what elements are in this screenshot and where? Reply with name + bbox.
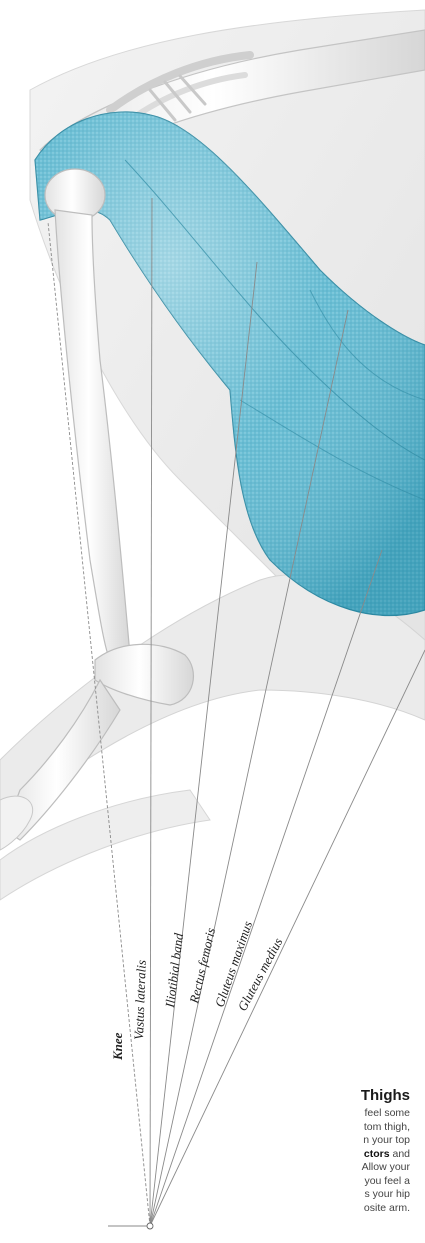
- caption-text: s your hip: [364, 1188, 410, 1200]
- caption-text: you feel a: [364, 1175, 410, 1187]
- caption: Thighs feel some tom thigh,n your top ctor…: [40, 1087, 410, 1215]
- caption-text: osite arm.: [364, 1202, 410, 1214]
- caption-line: s your hip: [40, 1188, 410, 1202]
- caption-line: n your top: [40, 1134, 410, 1148]
- caption-line: osite arm.: [40, 1202, 410, 1216]
- caption-emphasis: ctors: [364, 1148, 390, 1160]
- leader-origin-dot: [147, 1223, 153, 1229]
- label-vastus-lateralis: Vastus lateralis: [131, 960, 149, 1040]
- caption-line: feel some: [40, 1107, 410, 1121]
- caption-text: n your top: [363, 1134, 410, 1146]
- muscle-labels: Knee Vastus lateralis Iliotibial band Re…: [110, 919, 285, 1061]
- caption-line: tom thigh,: [40, 1121, 410, 1135]
- caption-text: feel some: [364, 1107, 410, 1119]
- label-rectus-femoris: Rectus femoris: [186, 926, 218, 1005]
- caption-line: ctors and: [40, 1148, 410, 1162]
- caption-text: Allow your: [362, 1161, 410, 1173]
- caption-line: you feel a: [40, 1175, 410, 1189]
- label-iliotibial-band: Iliotibial band: [162, 932, 186, 1010]
- label-knee: Knee: [110, 1032, 125, 1061]
- caption-line: Allow your: [40, 1161, 410, 1175]
- caption-title: Thighs: [40, 1087, 410, 1105]
- caption-text: tom thigh,: [364, 1121, 410, 1133]
- caption-text: and: [390, 1148, 410, 1160]
